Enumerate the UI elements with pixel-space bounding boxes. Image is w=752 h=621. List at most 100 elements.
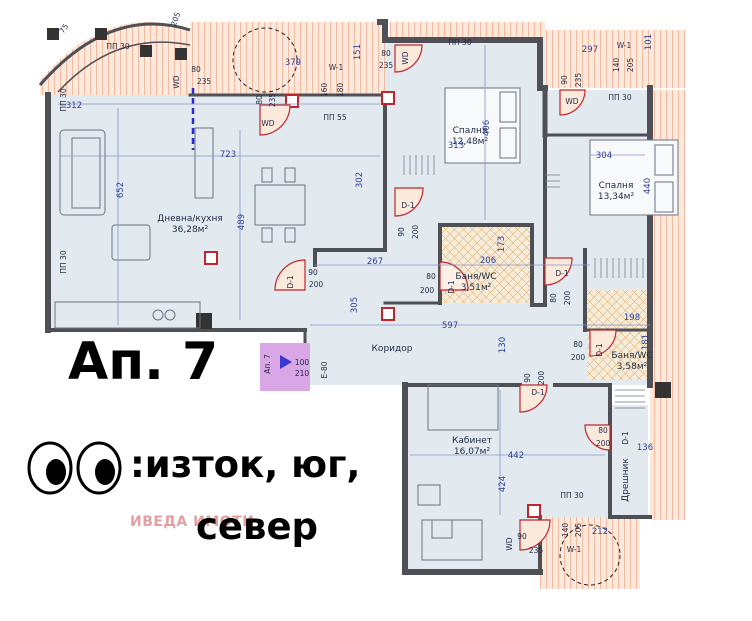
living-room-name: Дневна/кухня bbox=[157, 214, 223, 224]
num-140-b: 140 bbox=[561, 523, 570, 538]
tag-pp30-bed1: ПП 30 bbox=[448, 38, 471, 47]
tag-d1-f: D-1 bbox=[595, 343, 604, 356]
num-205-c: 205 bbox=[169, 11, 182, 28]
num-160: 160 bbox=[320, 83, 329, 98]
bath2-name: Баня/WC bbox=[611, 351, 652, 361]
dim-198: 198 bbox=[624, 313, 640, 323]
bath1-name: Баня/WC bbox=[455, 272, 496, 282]
tag-d1-a: D-1 bbox=[401, 201, 414, 210]
dim-424: 424 bbox=[498, 476, 508, 492]
tag-d1-b: D-1 bbox=[286, 275, 295, 288]
num-90-b: 90 bbox=[397, 227, 406, 237]
living-room-area: 36,28м² bbox=[172, 225, 209, 235]
dim-173: 173 bbox=[497, 236, 507, 252]
wardrobe-lines bbox=[403, 155, 645, 409]
num-200-d: 200 bbox=[563, 291, 572, 306]
tag-w1-b: W-1 bbox=[617, 41, 632, 50]
dim-312: 312 bbox=[66, 101, 82, 111]
num-180: 180 bbox=[336, 83, 345, 98]
dim-304: 304 bbox=[596, 151, 612, 161]
num-205-a: 205 bbox=[626, 58, 635, 73]
turning-circles bbox=[232, 27, 621, 586]
study-furniture bbox=[417, 384, 499, 561]
num-235-c: 235 bbox=[268, 93, 277, 108]
num-200-a: 200 bbox=[309, 280, 324, 289]
tag-d1-g: D-1 bbox=[621, 431, 630, 444]
num-140-a: 140 bbox=[612, 58, 621, 73]
walls bbox=[45, 19, 653, 575]
dim-406: 406 bbox=[482, 120, 492, 136]
tag-pp55: ПП 55 bbox=[323, 113, 346, 122]
tag-d1-e: D-1 bbox=[531, 388, 544, 397]
num-75: 75 bbox=[58, 22, 71, 35]
dim-597: 597 bbox=[442, 321, 458, 331]
tag-pp30-left1: ПП 30 bbox=[59, 88, 68, 111]
dim-489: 489 bbox=[237, 214, 247, 230]
bath1-area: 3,51м² bbox=[461, 283, 492, 293]
orientation-line2: север bbox=[196, 505, 319, 548]
dim-101: 101 bbox=[644, 34, 654, 50]
balconies bbox=[40, 21, 685, 589]
floor-area bbox=[48, 30, 650, 572]
study-area: 16,07м² bbox=[454, 447, 491, 457]
tag-w1-a: W-1 bbox=[329, 63, 344, 72]
dim-302: 302 bbox=[355, 172, 365, 188]
num-205-b: 205 bbox=[574, 523, 583, 538]
bedroom1-area: 12,48м² bbox=[452, 137, 489, 147]
dim-136: 136 bbox=[637, 443, 653, 453]
dim-181: 181 bbox=[641, 334, 651, 350]
entrance-height: 210 bbox=[295, 369, 310, 378]
tag-wd-d: WD bbox=[172, 75, 181, 88]
entrance-label: Ап. 7 bbox=[263, 354, 272, 374]
tag-pp30-study: ПП 30 bbox=[560, 491, 583, 500]
num-235-e: 235 bbox=[529, 546, 544, 555]
dim-313: 313 bbox=[448, 141, 464, 151]
dim-206: 206 bbox=[480, 256, 496, 266]
num-90-e: 90 bbox=[517, 532, 527, 541]
corridor-name: Коридор bbox=[372, 344, 413, 354]
tag-pp30-top: ПП 30 bbox=[106, 42, 129, 51]
num-200-b: 200 bbox=[420, 286, 435, 295]
watermark: ИВЕДА ИМОТИ bbox=[130, 514, 255, 530]
num-80-a: 80 bbox=[426, 272, 436, 281]
tag-wd-b: WD bbox=[565, 97, 578, 106]
dim-652: 652 bbox=[116, 182, 126, 198]
num-80-g: 80 bbox=[255, 95, 264, 105]
tag-wd-c: WD bbox=[401, 51, 410, 64]
tag-pp30-left2: ПП 30 bbox=[59, 250, 68, 273]
dim-442: 442 bbox=[508, 451, 524, 461]
bedroom2-name: Спалня bbox=[599, 181, 634, 191]
entrance-door: Е-80 bbox=[320, 361, 329, 378]
num-90-d: 90 bbox=[560, 75, 569, 85]
dim-440: 440 bbox=[643, 178, 653, 194]
tag-w1-c: W-1 bbox=[567, 545, 582, 554]
num-80-c: 80 bbox=[573, 340, 583, 349]
tag-d1-d: D-1 bbox=[555, 269, 568, 278]
tag-d1-c: D-1 bbox=[447, 280, 456, 293]
num-200-g: 200 bbox=[596, 439, 611, 448]
num-235-a: 235 bbox=[379, 61, 394, 70]
num-200-c: 200 bbox=[411, 225, 420, 240]
num-90-c: 90 bbox=[523, 373, 532, 383]
tag-wd-e: WD bbox=[505, 537, 514, 550]
orientation-line1: :изток, юг, bbox=[130, 443, 361, 486]
num-80-f: 80 bbox=[191, 65, 201, 74]
num-80-e: 80 bbox=[381, 49, 391, 58]
dimension-lines bbox=[58, 45, 650, 515]
eyes-icon bbox=[27, 441, 122, 495]
bedroom2-area: 13,34м² bbox=[598, 192, 635, 202]
num-235-b: 235 bbox=[197, 77, 212, 86]
living-furniture bbox=[54, 127, 306, 329]
tag-pp30-bed2: ПП 30 bbox=[608, 93, 631, 102]
dim-379: 379 bbox=[285, 58, 301, 68]
door-swings bbox=[259, 44, 617, 551]
beds bbox=[444, 87, 679, 216]
dim-212: 212 bbox=[592, 527, 608, 537]
apartment-title: Ап. 7 bbox=[68, 332, 219, 392]
num-235-d: 235 bbox=[574, 73, 583, 88]
entrance-marker bbox=[260, 343, 310, 391]
num-80-d: 80 bbox=[598, 426, 608, 435]
num-200-f: 200 bbox=[537, 371, 546, 386]
num-200-e: 200 bbox=[571, 353, 586, 362]
